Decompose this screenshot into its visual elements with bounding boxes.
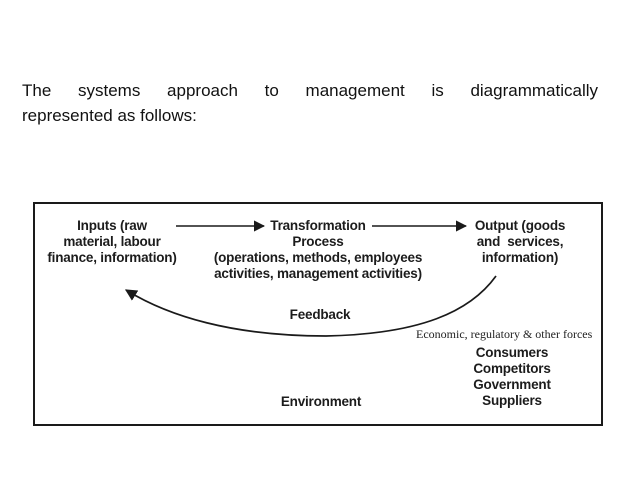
transformation-line: activities, management activities) [214, 266, 422, 281]
inputs-line: material, labour [63, 234, 161, 249]
inputs-block: Inputs (raw material, labour finance, in… [44, 218, 180, 266]
output-line: and services, [476, 234, 564, 249]
feedback-label: Feedback [289, 307, 351, 322]
intro-word: management [305, 81, 405, 100]
intro-paragraph: The systems approach to management is di… [22, 78, 598, 128]
inputs-line: finance, information) [47, 250, 177, 265]
intro-line-2: represented as follows: [22, 106, 197, 125]
output-line: Output (goods [474, 218, 566, 233]
intro-word: The [22, 81, 52, 100]
transformation-line: (operations, methods, employees [213, 250, 423, 265]
transformation-line: Transformation [270, 218, 366, 233]
environment-group: Consumers [475, 345, 549, 360]
environment-label: Environment [280, 394, 362, 409]
intro-word: approach [167, 81, 238, 100]
feedback-arrow [124, 275, 497, 337]
inputs-line: Inputs (raw [77, 218, 147, 233]
environment-group: Government [473, 377, 551, 392]
environment-group: Competitors [473, 361, 551, 376]
transformation-process-block: Transformation Process (operations, meth… [198, 218, 438, 282]
output-block: Output (goods and services, information) [460, 218, 580, 266]
systems-diagram-frame [33, 202, 603, 426]
environment-groups-block: Consumers Competitors Government Supplie… [452, 345, 572, 409]
intro-word: to [264, 81, 279, 100]
intro-line-1: The systems approach to management is di… [22, 78, 598, 103]
intro-word: is [431, 81, 444, 100]
intro-word: diagrammatically [470, 81, 598, 100]
forces-label: Economic, regulatory & other forces [414, 327, 595, 342]
output-line: information) [481, 250, 559, 265]
intro-word: systems [78, 81, 141, 100]
environment-group: Suppliers [482, 393, 542, 408]
transformation-line: Process [292, 234, 344, 249]
